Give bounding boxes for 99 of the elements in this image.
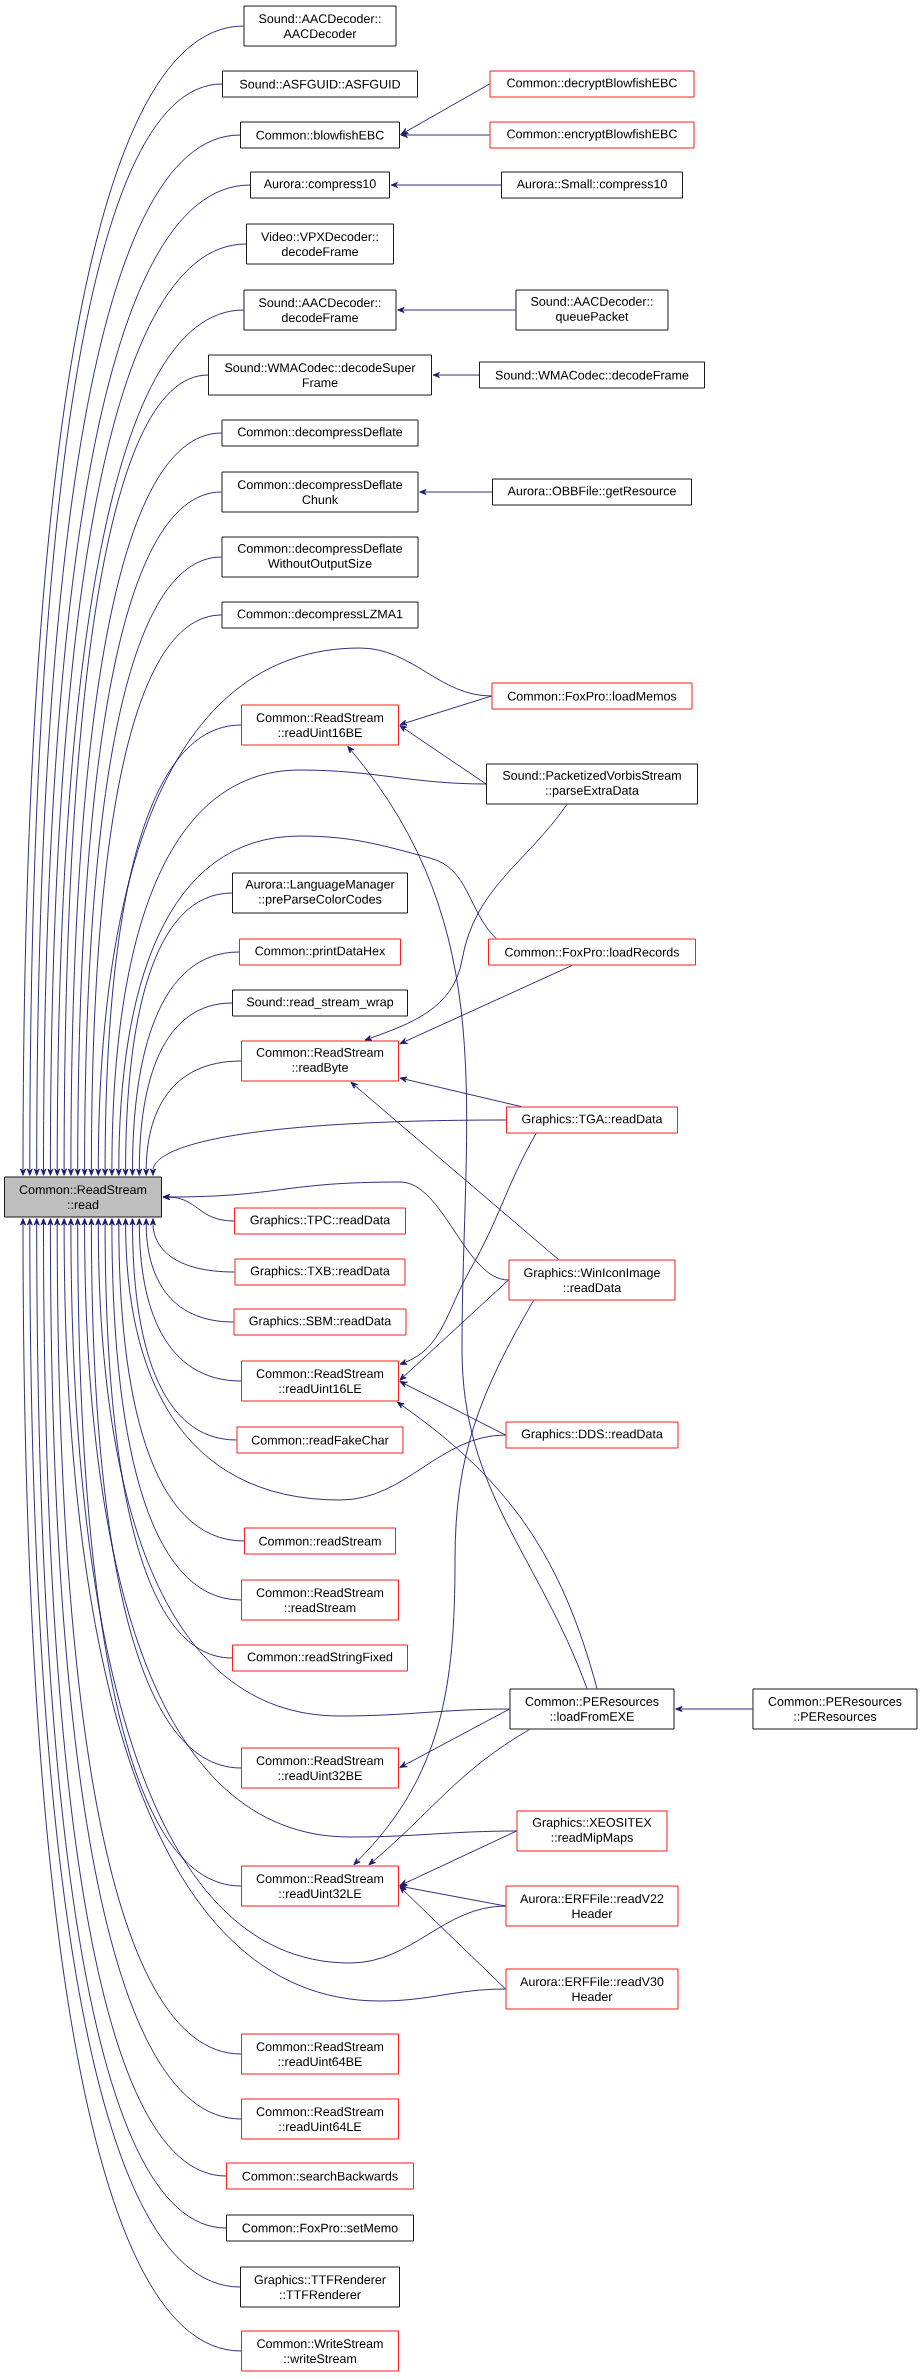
function-box: Video::VPXDecoder:: decodeFrame — [246, 223, 394, 265]
function-box: Common::printDataHex — [239, 938, 401, 966]
function-box: Sound::AACDecoder:: queuePacket — [515, 289, 669, 331]
arrow — [102, 724, 242, 1176]
arrow — [88, 1218, 242, 1769]
function-box: Common::ReadStream ::readUint32BE — [241, 1747, 399, 1789]
arrow — [400, 132, 490, 138]
function-box: Common::readStringFixed — [232, 1644, 408, 1672]
arrow — [390, 182, 502, 188]
function-box: Sound::ASFGUID::ASFGUID — [222, 70, 418, 98]
arrow — [102, 1218, 233, 1659]
function-box: Aurora::ERFFile::readV30 Header — [505, 1968, 679, 2010]
arrow — [399, 1830, 517, 1886]
function-box: Aurora::OBBFile::getResource — [492, 478, 692, 506]
function-box: Common::decompressLZMA1 — [221, 601, 419, 629]
arrow — [143, 1060, 242, 1176]
arrow — [353, 1300, 534, 1866]
function-box: Common::ReadStream ::readUint16BE — [241, 704, 399, 746]
function-box: Common::ReadStream ::readStream — [241, 1579, 399, 1621]
arrow — [368, 1729, 530, 1866]
function-box: Common::encryptBlowfishEBC — [489, 121, 695, 149]
function-box: Sound::AACDecoder:: AACDecoder — [243, 5, 397, 47]
function-box: Aurora::ERFFile::readV22 Header — [505, 1885, 679, 1927]
arrow — [20, 25, 244, 1176]
function-box: Sound::read_stream_wrap — [232, 989, 408, 1017]
arrow — [95, 647, 492, 1176]
arrow — [143, 1218, 234, 1323]
function-box: Sound::WMACodec::decodeSuper Frame — [208, 354, 432, 396]
arrow — [399, 1381, 506, 1436]
function-box: Common::ReadStream ::readByte — [241, 1040, 399, 1082]
function-box: Common::decryptBlowfishEBC — [489, 70, 695, 98]
arrow — [399, 1884, 506, 1907]
arrow — [399, 695, 492, 726]
function-box: Graphics::WinIconImage ::readData — [508, 1259, 676, 1301]
function-box: Common::FoxPro::loadRecords — [488, 938, 696, 966]
arrow — [162, 1181, 509, 1281]
arrow — [81, 1218, 517, 1838]
function-box: Graphics::XEOSITEX ::readMipMaps — [516, 1810, 668, 1852]
arrow — [364, 804, 568, 1041]
arrow — [399, 1708, 510, 1768]
arrow — [399, 1133, 537, 1365]
function-box: Common::WriteStream ::writeStream — [241, 2330, 399, 2372]
function-box: Graphics::TGA::readData — [506, 1106, 678, 1134]
function-box: Aurora::compress10 — [250, 171, 390, 199]
arrow — [108, 769, 487, 1176]
arrow — [397, 307, 516, 313]
arrow — [419, 489, 493, 495]
arrow — [150, 1119, 507, 1176]
arrow — [26, 83, 223, 1176]
arrow — [129, 1218, 237, 1441]
function-box: Common::readStream — [244, 1527, 396, 1555]
function-box: Common::blowfishEBC — [240, 121, 400, 149]
arrow — [136, 1002, 233, 1176]
selected-function-box: Common::ReadStream ::read — [4, 1176, 162, 1218]
function-box: Common::ReadStream ::readUint64BE — [241, 2033, 399, 2075]
arrow — [115, 835, 497, 1176]
function-box: Common::FoxPro::loadMemos — [491, 682, 693, 710]
function-box: Graphics::TXB::readData — [234, 1258, 406, 1286]
arrow — [61, 374, 209, 1176]
arrow — [115, 1218, 245, 1542]
function-box: Aurora::LanguageManager ::preParseColorCodes — [232, 872, 408, 914]
arrow — [399, 965, 573, 1045]
arrow — [399, 725, 487, 785]
function-box: Common::decompressDeflate Chunk — [221, 471, 419, 513]
function-box: Aurora::Small::compress10 — [501, 171, 683, 199]
arrow — [122, 892, 233, 1176]
function-box: Common::PEResources ::loadFromEXE — [509, 1688, 675, 1730]
arrow — [136, 1218, 242, 1382]
arrow — [399, 1279, 509, 1381]
function-box: Common::decompressDeflate WithoutOutputSize — [221, 536, 419, 578]
arrow — [129, 951, 240, 1176]
arrow — [150, 1218, 235, 1273]
arrow — [399, 1886, 506, 1990]
function-box: Common::decompressDeflate — [221, 419, 419, 447]
function-box: Common::PEResources ::PEResources — [752, 1688, 918, 1730]
function-box: Sound::AACDecoder:: decodeFrame — [243, 289, 397, 331]
function-box: Sound::WMACodec::decodeFrame — [479, 361, 705, 389]
function-box: Common::ReadStream ::readUint16LE — [241, 1360, 399, 1402]
function-box: Graphics::DDS::readData — [505, 1421, 679, 1449]
arrow — [400, 83, 490, 135]
arrow — [122, 1218, 506, 1501]
function-box: Common::ReadStream ::readUint32LE — [241, 1865, 399, 1907]
arrow — [108, 1218, 242, 1601]
function-box: Graphics::TTFRenderer ::TTFRenderer — [240, 2266, 400, 2308]
function-box: Common::ReadStream ::readUint64LE — [241, 2098, 399, 2140]
arrow — [95, 1218, 510, 1717]
function-box: Graphics::TPC::readData — [234, 1207, 406, 1235]
function-box: Common::searchBackwards — [226, 2162, 414, 2190]
function-box: Sound::PacketizedVorbisStream ::parseExtraData — [486, 763, 698, 805]
arrow — [347, 745, 588, 1689]
function-box: Common::FoxPro::setMemo — [226, 2214, 414, 2242]
arrow — [74, 1218, 242, 1887]
function-box: Graphics::SBM::readData — [233, 1308, 407, 1336]
arrow — [432, 372, 480, 378]
arrow — [350, 1081, 559, 1260]
arrow — [399, 1076, 522, 1107]
arrow — [396, 1401, 598, 1689]
arrow — [675, 1706, 753, 1712]
function-box: Common::readFakeChar — [236, 1426, 404, 1454]
